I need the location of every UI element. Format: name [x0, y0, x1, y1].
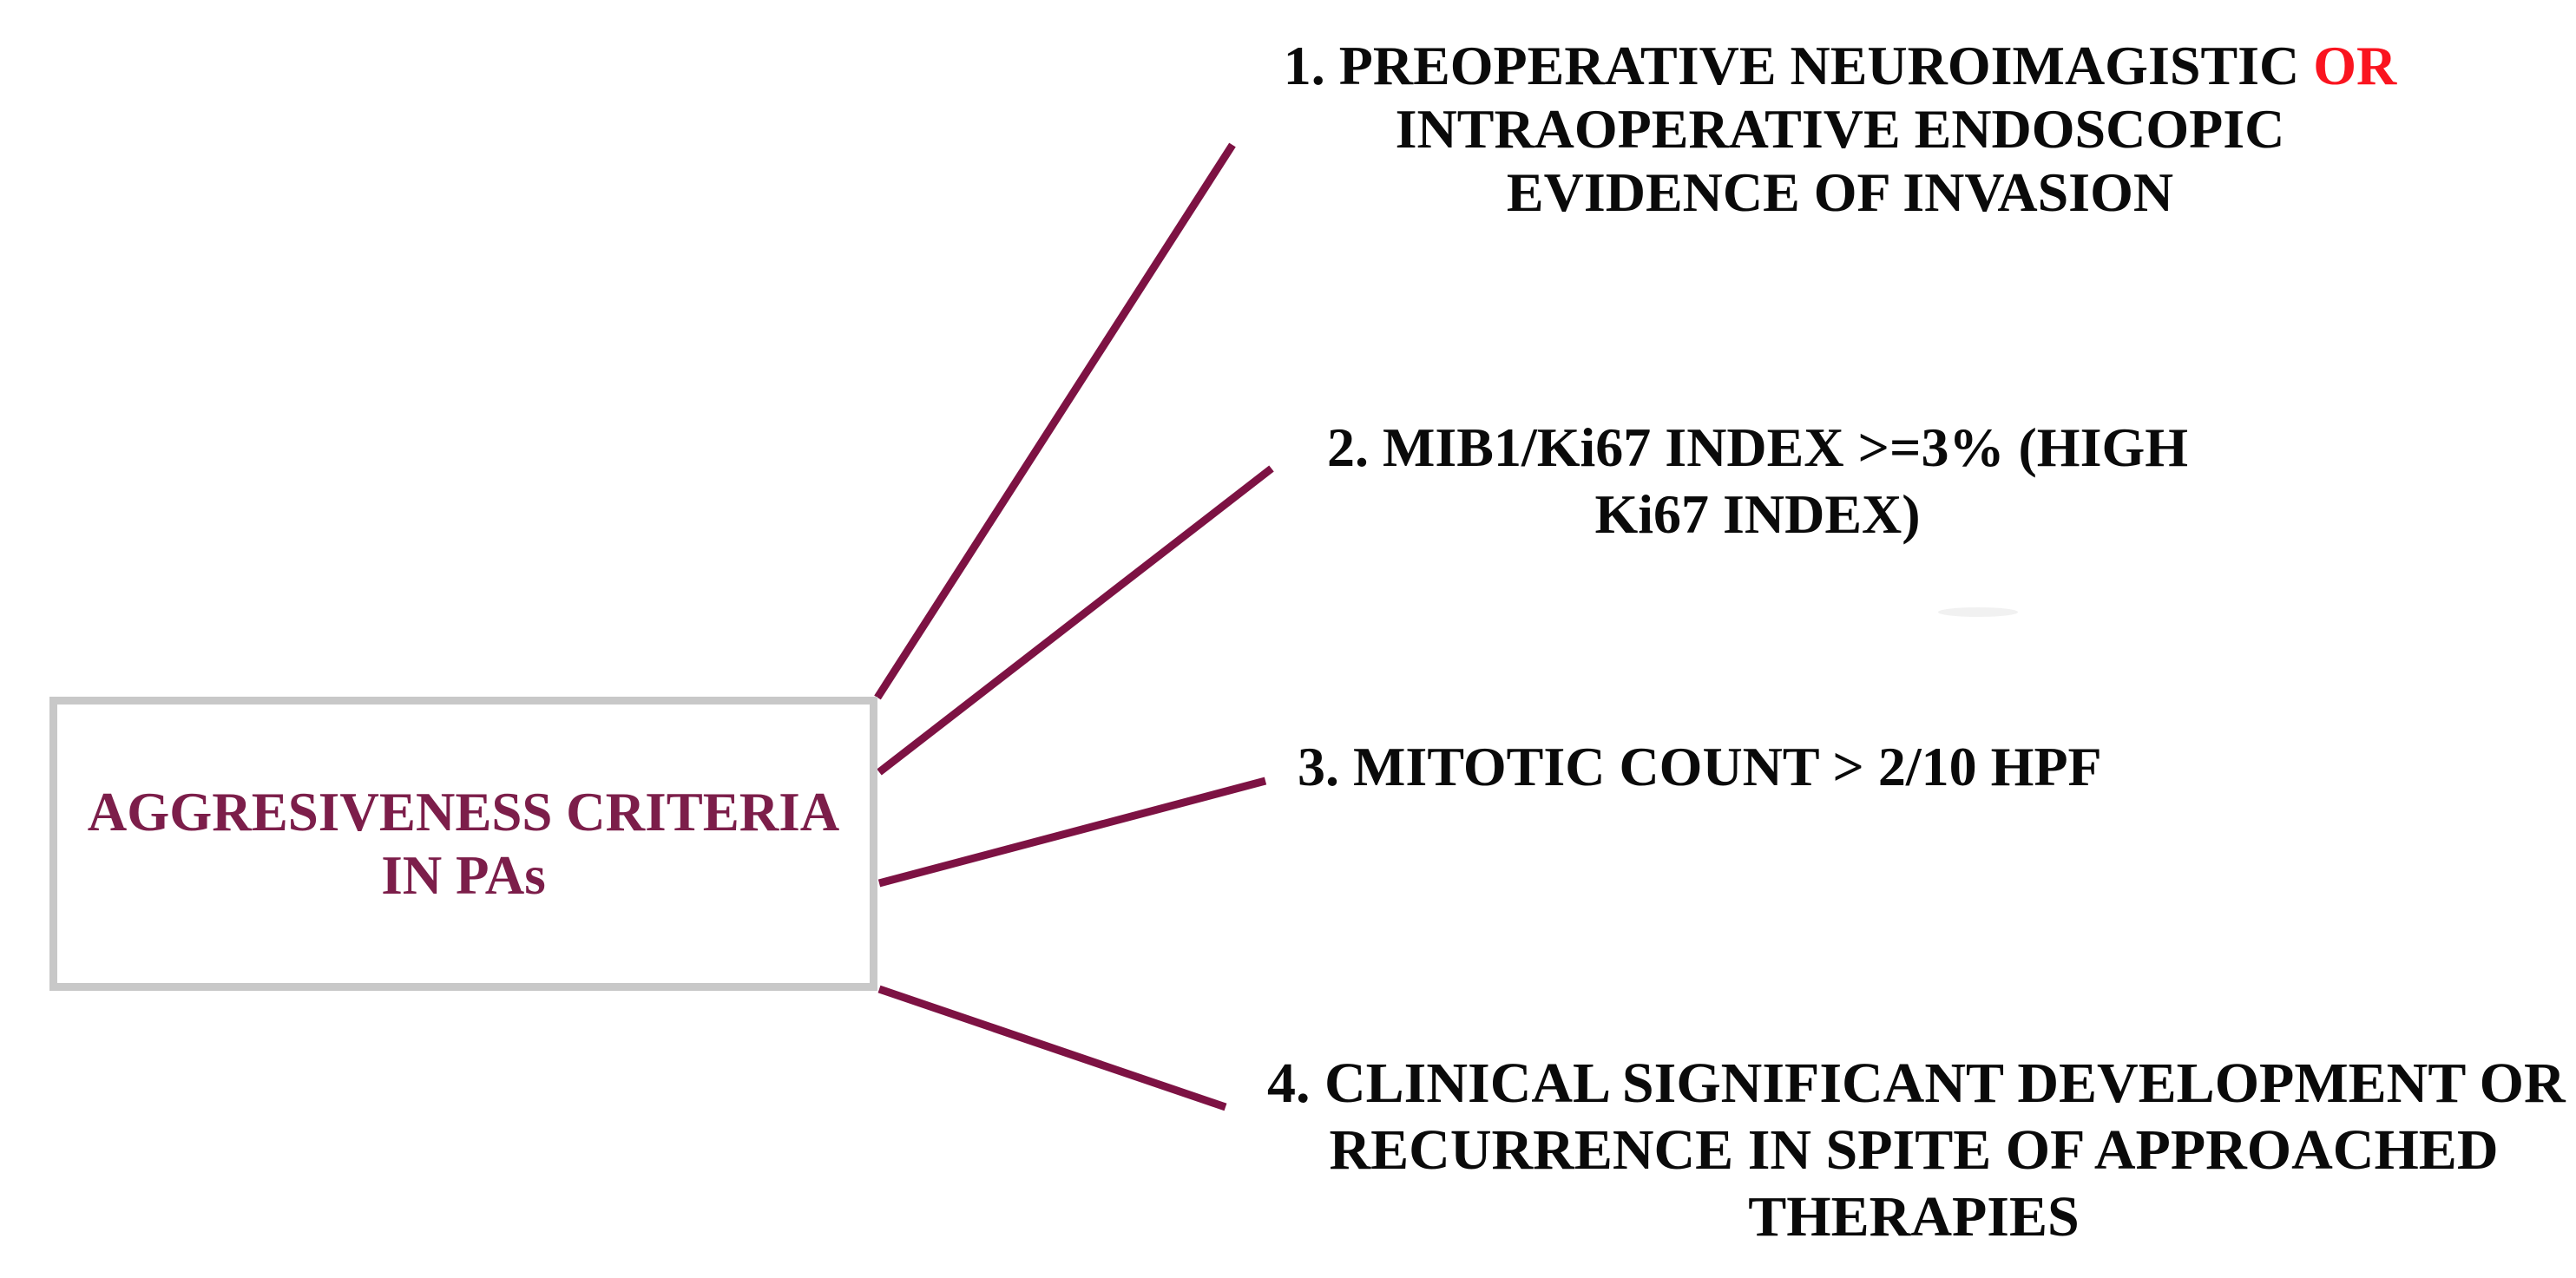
criterion-2-text: 2. MIB1/Ki67 INDEX >=3% (HIGH Ki67 INDEX…: [1306, 414, 2209, 547]
criterion-4-line1: 4. CLINICAL SIGNIFICANT DEVELOPMENT OR: [1267, 1052, 2566, 1115]
connector-line-4: [877, 985, 1227, 1111]
criterion-1-text: 1. PREOPERATIVE NEUROIMAGISTIC OR INTRAO…: [1215, 34, 2465, 224]
aggressiveness-criteria-box: AGGRESIVENESS CRITERIA IN PAs: [49, 697, 877, 991]
criterion-4-line2: RECURRENCE IN SPITE OF APPROACHED: [1329, 1118, 2499, 1182]
smudge-artifact: [1938, 607, 2018, 617]
criterion-4-line3: THERAPIES: [1748, 1185, 2080, 1249]
criterion-3-text: 3. MITOTIC COUNT > 2/10 HPF: [1298, 735, 2102, 798]
criterion-3-line1: 3. MITOTIC COUNT > 2/10 HPF: [1298, 736, 2102, 797]
root-box-title: AGGRESIVENESS CRITERIA IN PAs: [88, 781, 840, 908]
criterion-2-line1: 2. MIB1/Ki67 INDEX >=3% (HIGH: [1326, 416, 2189, 478]
criterion-1-line1: 1. PREOPERATIVE NEUROIMAGISTIC OR: [1215, 34, 2465, 97]
criterion-1-line1-black: 1. PREOPERATIVE NEUROIMAGISTIC: [1283, 35, 2314, 96]
root-box-title-line2: IN PAs: [381, 844, 546, 906]
criterion-1-line2: INTRAOPERATIVE ENDOSCOPIC: [1395, 98, 2285, 160]
criterion-4-text: 4. CLINICAL SIGNIFICANT DEVELOPMENT OR R…: [1267, 1050, 2566, 1250]
root-box-title-line1: AGGRESIVENESS CRITERIA: [87, 781, 840, 842]
criterion-1-or-highlight: OR: [2313, 35, 2397, 96]
connector-line-2: [877, 465, 1274, 776]
connector-line-3: [877, 777, 1267, 888]
connector-line-1: [874, 142, 1236, 700]
criterion-2-line2: Ki67 INDEX): [1594, 483, 1921, 545]
criterion-1-line3: EVIDENCE OF INVASION: [1506, 161, 2174, 223]
